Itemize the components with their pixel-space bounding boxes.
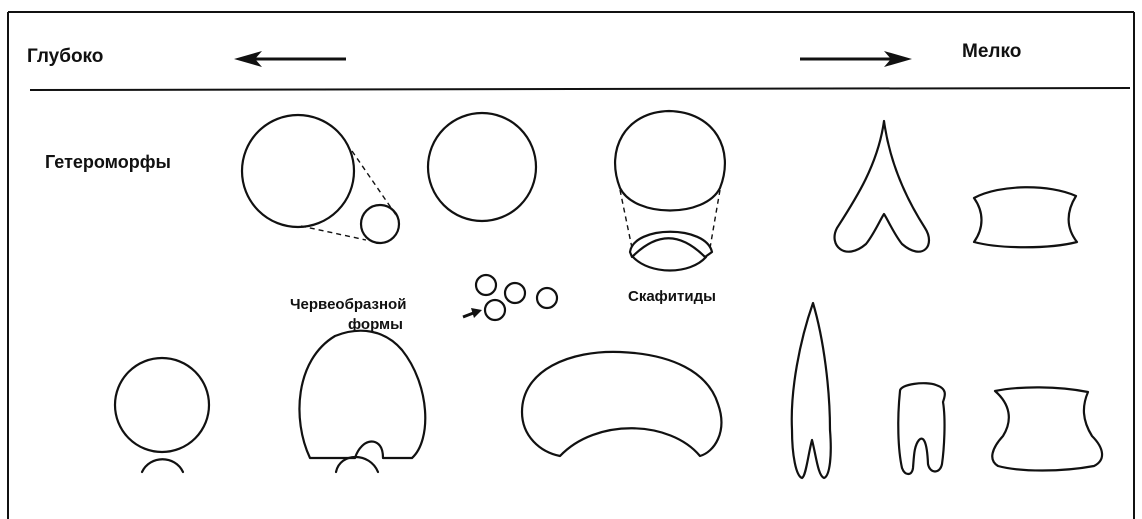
shell-with-body-chamber-outline xyxy=(115,358,209,472)
spindle-shell-outline xyxy=(792,303,831,478)
scaphitids-label: Скафитиды xyxy=(628,288,716,305)
narrow-shell-outline xyxy=(898,383,945,474)
header-divider xyxy=(30,88,1130,90)
compressed-shell-section-outline xyxy=(974,187,1077,247)
ovoid-shell-aperture xyxy=(336,457,378,472)
shallow-label: Мелко xyxy=(962,41,1021,62)
arrow-right-icon xyxy=(800,51,912,67)
compressed-shell-section-large-outline xyxy=(992,387,1102,470)
heteromorphs-label: Гетероморфы xyxy=(45,152,171,172)
heteromorph-coiled-shell-with-hook xyxy=(242,115,399,243)
arrow-left-icon xyxy=(234,51,346,67)
planispiral-shell-outline xyxy=(428,113,536,221)
wormlike-label-line1: Червеобразной xyxy=(290,296,406,313)
deep-label: Глубоко xyxy=(27,46,103,67)
ovoid-shell-outline xyxy=(299,331,425,458)
wormlike-forms-cluster xyxy=(476,275,557,320)
arrowhead-shaped-shell-outline xyxy=(835,121,929,252)
pointer-arrow-icon xyxy=(463,308,482,318)
scaphitid-shell-outline xyxy=(615,111,725,271)
arched-shell-outline xyxy=(522,352,721,456)
